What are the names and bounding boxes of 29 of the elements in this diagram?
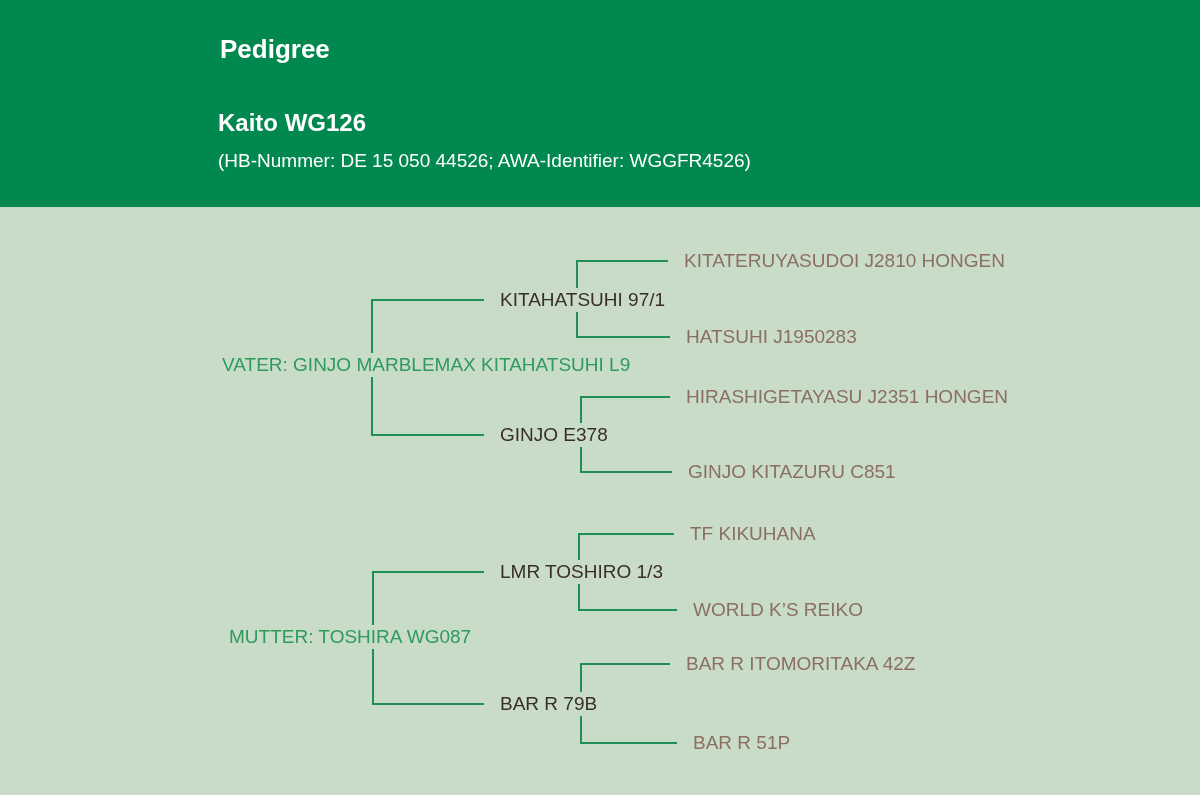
connector-line: [371, 376, 485, 436]
connector-line: [580, 663, 671, 693]
animal-name: Kaito WG126: [218, 109, 367, 137]
heading: Pedigree: [220, 34, 330, 65]
pedigree-entry: GINJO E378: [500, 423, 608, 447]
connector-line: [371, 299, 485, 354]
pedigree-entry: KITATERUYASUDOI J2810 HONGEN: [684, 249, 1005, 273]
connector-line: [580, 715, 678, 744]
pedigree-entry: GINJO KITAZURU C851: [688, 460, 896, 484]
connector-line: [578, 533, 675, 561]
connector-line: [580, 446, 673, 473]
connector-line: [372, 571, 485, 626]
pedigree-entry: VATER: GINJO MARBLEMAX KITAHATSUHI L9: [222, 353, 631, 377]
pedigree-entry: KITAHATSUHI 97/1: [500, 288, 666, 312]
pedigree-entry: HIRASHIGETAYASU J2351 HONGEN: [686, 385, 1009, 409]
pedigree-entry: BAR R ITOMORITAKA 42Z: [686, 652, 916, 676]
pedigree-entry: WORLD K’S REIKO: [693, 598, 863, 622]
connector-line: [372, 648, 485, 705]
registry-note: (HB-Nummer: DE 15 050 44526; AWA-Identifier: WGGFR4526): [218, 150, 751, 172]
pedigree-entry: BAR R 79B: [500, 692, 598, 716]
pedigree-entry: HATSUHI J1950283: [686, 325, 857, 349]
pedigree-entry: BAR R 51P: [693, 731, 791, 755]
pedigree-entry: LMR TOSHIRO 1/3: [500, 560, 663, 584]
connector-line: [580, 396, 671, 424]
pedigree-entry: MUTTER: TOSHIRA WG087: [229, 625, 472, 649]
connector-line: [576, 260, 669, 289]
connector-line: [578, 583, 678, 611]
connector-line: [576, 311, 671, 338]
pedigree-entry: TF KIKUHANA: [690, 522, 816, 546]
